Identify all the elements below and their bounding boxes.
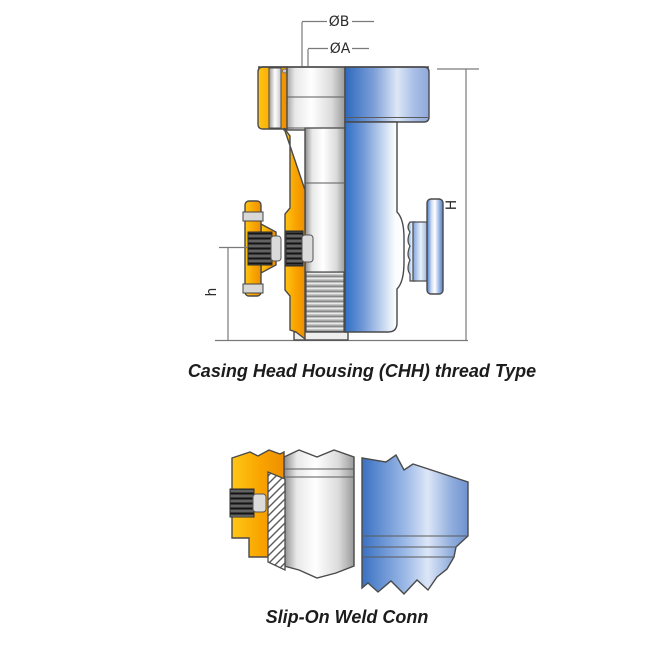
outlet-thread-bore: [285, 230, 304, 267]
housing-top-cap: [344, 66, 430, 123]
dim-label-outlet-height: h: [204, 288, 220, 297]
housing-right-section: [344, 66, 430, 333]
flange-pin-hole: [282, 68, 287, 74]
slipon-blue-section: [361, 453, 469, 596]
outlet-stem: [412, 221, 428, 282]
slipon-pipe-body: [283, 449, 355, 579]
dim-label-height: H: [444, 200, 460, 211]
casing-pipe: [283, 66, 349, 341]
slipon-bore-stub: [252, 493, 267, 513]
flange-stud-top: [242, 211, 264, 222]
slipon-thread-bore: [229, 488, 255, 518]
dim-label-b: ØB: [329, 14, 350, 30]
chh-figure: ØB ØA H h Casing Head Housing (CHH) thre…: [188, 14, 536, 381]
pipe-upper-section: [283, 66, 346, 131]
slipon-casing-pipe: [283, 449, 355, 579]
left-outlet-flange-assembly: [242, 200, 282, 297]
outlet-bore-stub: [301, 234, 314, 263]
weld-hatch-strip: [267, 471, 286, 572]
dimensions: ØB ØA H h: [204, 14, 479, 340]
outlet-flange-plate: [426, 198, 444, 295]
housing-neck: [344, 121, 405, 333]
chh-caption: Casing Head Housing (CHH) thread Type: [188, 361, 536, 381]
pipe-thread-section: [305, 271, 345, 333]
slip-on-weld-figure: Slip-On Weld Conn: [229, 449, 469, 627]
housing-left-section: [257, 66, 314, 341]
pipe-bottom-band: [293, 331, 349, 341]
companion-bore-stub: [270, 235, 282, 262]
right-outlet-flange: [407, 198, 444, 295]
dim-label-a: ØA: [330, 41, 351, 57]
flange-stud-bottom: [242, 283, 264, 294]
slipon-blue-body: [361, 453, 469, 596]
companion-thread-bore: [247, 231, 273, 266]
slipon-caption: Slip-On Weld Conn: [266, 607, 429, 627]
flange-bolt-slot: [268, 67, 282, 129]
